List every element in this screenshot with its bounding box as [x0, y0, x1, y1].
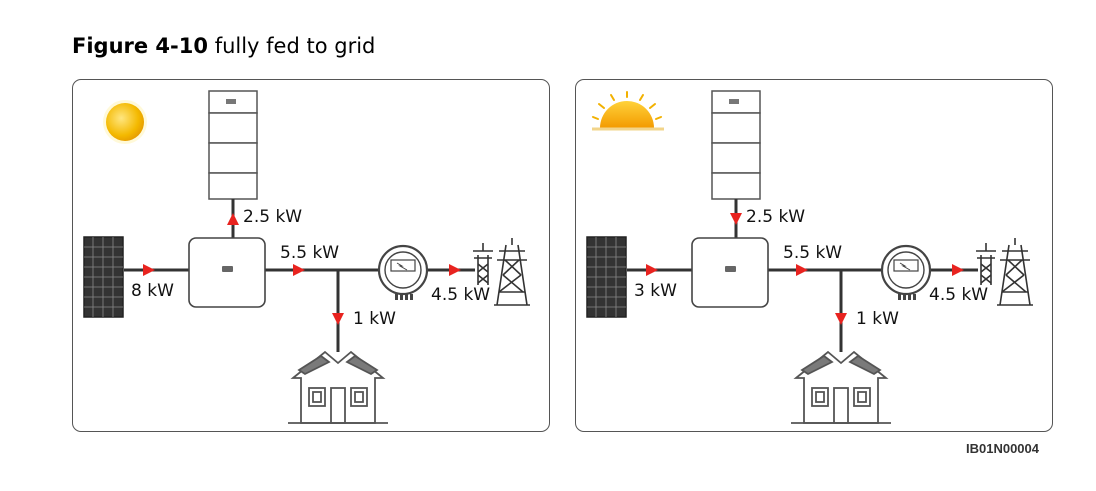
load-flow-arrow — [332, 313, 344, 325]
flow-arrows — [143, 213, 461, 325]
load-flow-arrow — [835, 313, 847, 325]
figure-id: IB01N00004 — [966, 441, 1039, 456]
battery-power-label: 2.5 kW — [243, 207, 303, 227]
battery-icon — [208, 90, 258, 200]
grid-tower-icon — [976, 238, 1033, 306]
inverter-out-flow-arrow — [796, 264, 808, 276]
battery-icon — [711, 90, 761, 200]
grid-power-label: 4.5 kW — [929, 285, 989, 305]
sun-icon — [103, 100, 147, 144]
inverter-out-flow-arrow — [293, 264, 305, 276]
load-power-label: 1 kW — [856, 309, 899, 329]
inverter-icon — [691, 237, 769, 308]
grid-flow-arrow — [449, 264, 461, 276]
house-icon — [288, 350, 388, 424]
solar-panel-icon — [586, 236, 627, 318]
figure-number: Figure 4-10 — [72, 34, 208, 58]
battery-power-label: 2.5 kW — [746, 207, 806, 227]
pv-flow-arrow — [143, 264, 155, 276]
grid-flow-arrow — [952, 264, 964, 276]
diagram-panel-right: 2.5 kW 3 kW 5.5 kW 1 kW 4.5 kW — [575, 79, 1053, 432]
diagram-panel-left: 2.5 kW 8 kW 5.5 kW 1 kW 4.5 kW — [72, 79, 550, 432]
meter-icon — [377, 244, 429, 300]
inverter-icon — [188, 237, 266, 308]
battery-flow-arrow — [730, 213, 742, 225]
meter-icon — [880, 244, 932, 300]
grid-power-label: 4.5 kW — [431, 285, 491, 305]
pv-power-label: 8 kW — [131, 281, 174, 301]
pv-power-label: 3 kW — [634, 281, 677, 301]
setting-sun-icon — [592, 91, 664, 131]
solar-panel-icon — [83, 236, 124, 318]
battery-flow-arrow — [227, 213, 239, 225]
grid-tower-icon — [473, 238, 530, 306]
load-power-label: 1 kW — [353, 309, 396, 329]
figure-title: fully fed to grid — [214, 34, 376, 58]
inverter-output-label: 5.5 kW — [783, 243, 843, 263]
pv-flow-arrow — [646, 264, 658, 276]
flow-arrows — [646, 213, 964, 325]
house-icon — [791, 350, 891, 424]
inverter-output-label: 5.5 kW — [280, 243, 340, 263]
figure-caption: Figure 4-10 fully fed to grid — [72, 34, 375, 58]
